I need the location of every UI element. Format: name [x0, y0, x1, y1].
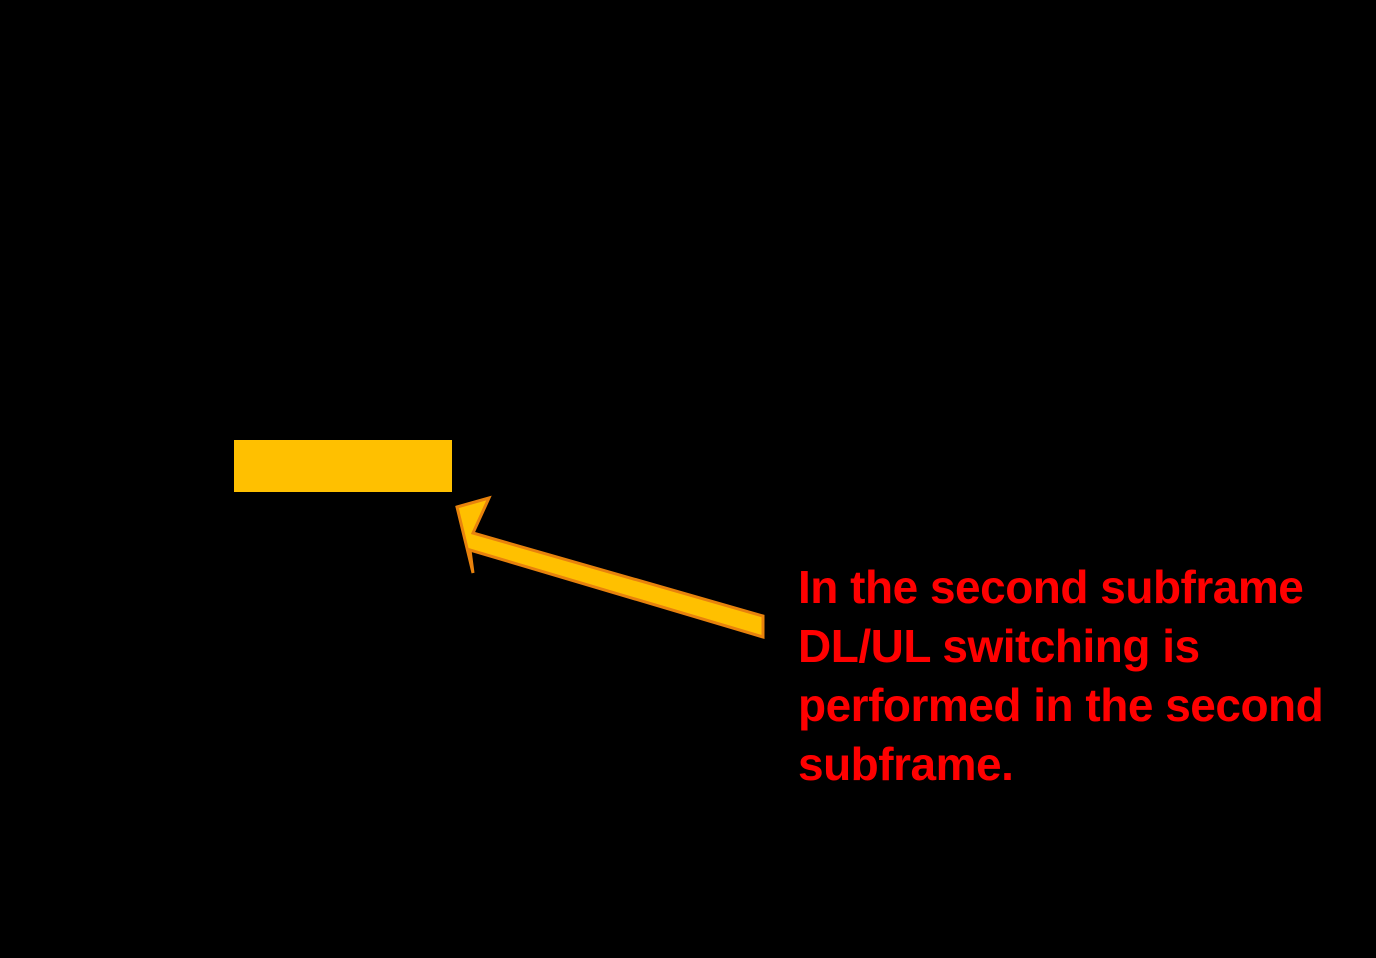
- arrow-polygon: [455, 495, 765, 640]
- callout-arrow-icon: [455, 495, 765, 640]
- annotation-line-4: subframe.: [798, 738, 1014, 790]
- annotation-line-3: performed in the second: [798, 679, 1324, 731]
- gold-highlight-rectangle: [234, 440, 452, 492]
- annotation-text-block: In the second subframe DL/UL switching i…: [798, 558, 1334, 794]
- annotation-line-2: DL/UL switching is: [798, 620, 1200, 672]
- annotation-line-1: In the second subframe: [798, 561, 1304, 613]
